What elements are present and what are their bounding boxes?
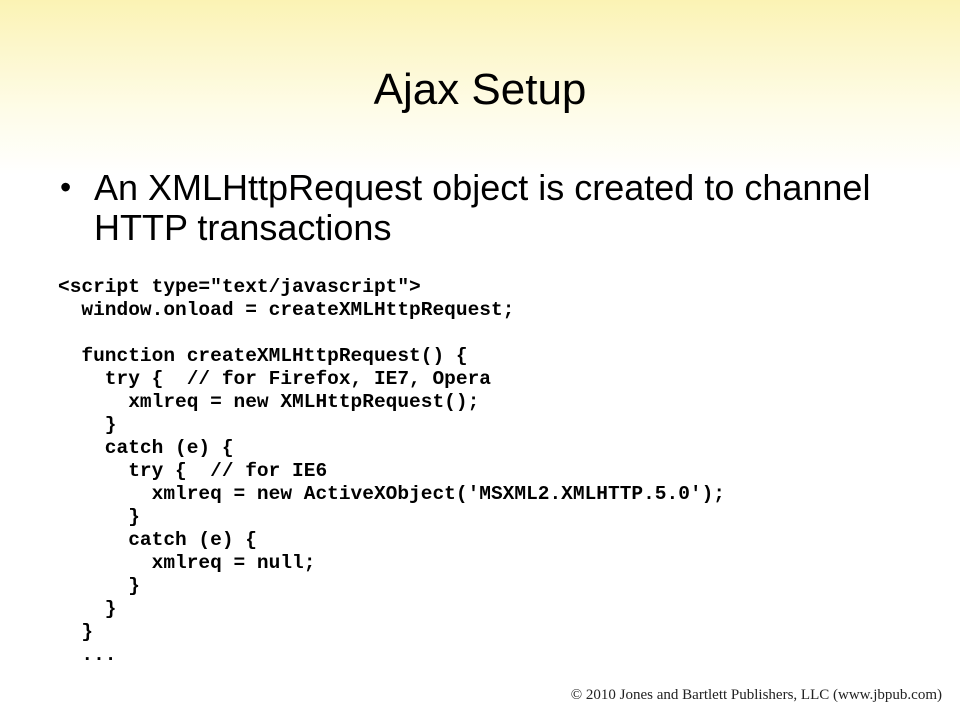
code-line: ... <box>58 644 117 666</box>
code-line: try { // for Firefox, IE7, Opera <box>58 368 491 390</box>
code-line: function createXMLHttpRequest() { <box>58 345 468 367</box>
bullet-text: An XMLHttpRequest object is created to c… <box>94 167 871 248</box>
code-line: } <box>58 598 117 620</box>
bullet-marker: • <box>60 169 72 205</box>
code-line: } <box>58 506 140 528</box>
code-line <box>58 322 725 345</box>
code-line: catch (e) { <box>58 437 234 459</box>
code-line: } <box>58 621 94 643</box>
code-line: try { // for IE6 <box>58 460 328 482</box>
code-line: xmlreq = new ActiveXObject('MSXML2.XMLHT… <box>58 483 726 505</box>
code-line: window.onload = createXMLHttpRequest; <box>58 299 515 321</box>
code-line: catch (e) { <box>58 529 257 551</box>
code-line: } <box>58 414 117 436</box>
bullet-item: • An XMLHttpRequest object is created to… <box>60 168 900 248</box>
copyright-footer: © 2010 Jones and Bartlett Publishers, LL… <box>570 687 942 703</box>
slide-title: Ajax Setup <box>373 65 587 114</box>
code-line: <script type="text/javascript"> <box>58 276 421 298</box>
code-line: } <box>58 575 140 597</box>
code-block: <script type="text/javascript"> window.o… <box>58 276 725 667</box>
code-line: xmlreq = null; <box>58 552 316 574</box>
code-line: xmlreq = new XMLHttpRequest(); <box>58 391 480 413</box>
